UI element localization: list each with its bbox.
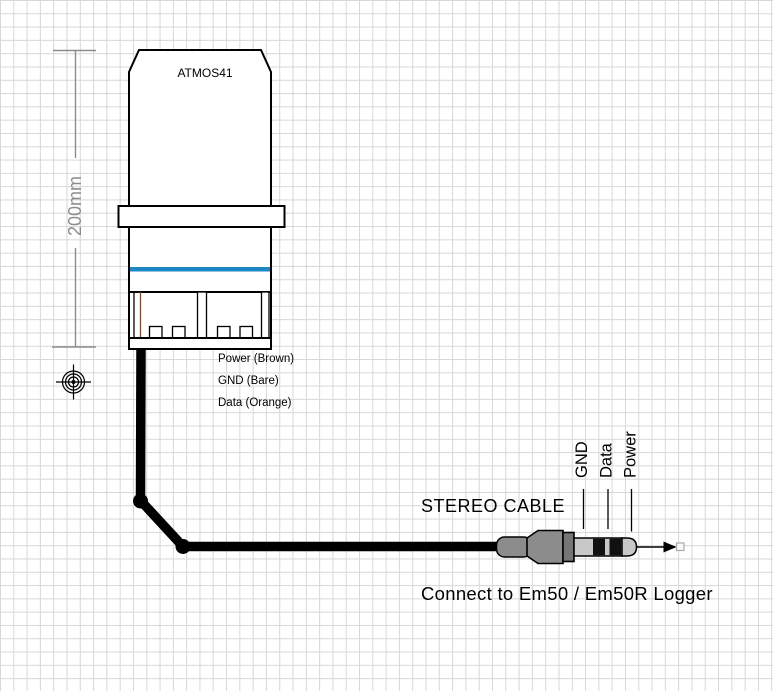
dimension-200mm — [52, 49, 96, 348]
pin-label-gnd: GND — [573, 441, 591, 478]
sensor-mid-body — [128, 226, 272, 293]
sensor-cable — [133, 348, 501, 554]
stereo-plug — [495, 529, 638, 565]
cable-path — [135, 348, 501, 552]
stereo-cable-label: STEREO CABLE — [421, 496, 565, 516]
sensor-collar — [117, 205, 286, 228]
dimension-label: 200mm — [65, 176, 85, 236]
cable-joint-lower — [175, 539, 191, 554]
plug-ring-band-1 — [593, 538, 605, 556]
atmos41-sensor: ATMOS41 — [117, 49, 286, 350]
wire-labels: Power (Brown) GND (Bare) Data (Orange) — [218, 353, 294, 409]
plug-tip — [621, 537, 638, 557]
sensor-label: ATMOS41 — [177, 66, 232, 80]
pin-labels: GND Data Power — [573, 431, 640, 478]
plug-body — [526, 529, 564, 565]
cable-joint-upper — [133, 493, 148, 509]
pin-label-power: Power — [622, 431, 640, 478]
sensor-blue-stripe — [130, 267, 270, 272]
wire-label-ground: GND (Bare) — [218, 375, 279, 387]
caption: Connect to Em50 / Em50R Logger — [421, 583, 713, 604]
direction-arrow-icon — [637, 541, 685, 553]
plug-collar — [562, 531, 575, 563]
pin-leader-lines — [582, 489, 633, 532]
pin-label-data: Data — [598, 442, 616, 478]
wire-label-data: Data (Orange) — [218, 397, 292, 409]
datum-target-icon — [56, 364, 91, 400]
plug-ring-band-2 — [609, 538, 621, 556]
wire-label-power: Power (Brown) — [218, 353, 294, 365]
sensor-bottom-cap — [128, 337, 272, 350]
